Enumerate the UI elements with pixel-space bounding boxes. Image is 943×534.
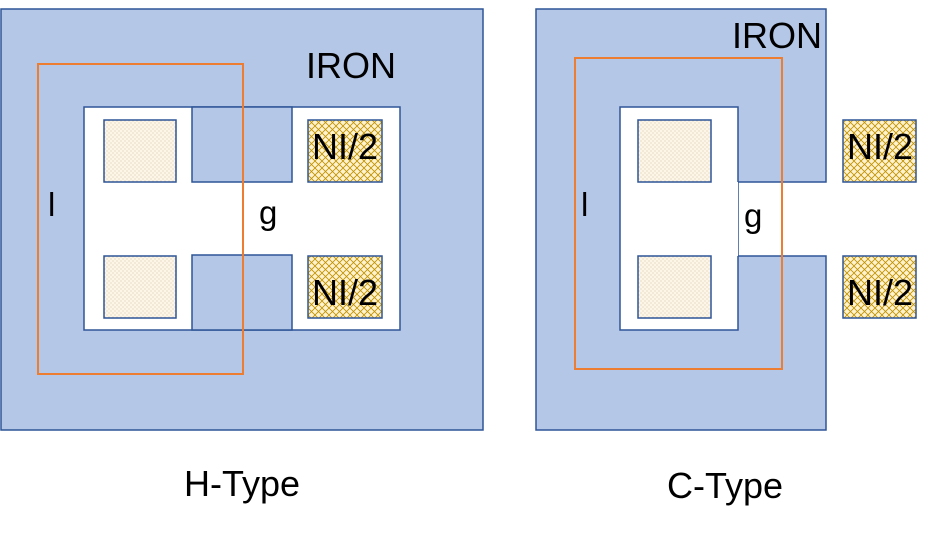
c-type-length-label: l [581,186,588,223]
c-type-gap-label: g [744,197,762,234]
c-type-coil-top-label: NI/2 [847,126,913,167]
c-type-iron-label: IRON [732,15,822,56]
h-type-coil-top-label: NI/2 [312,126,378,167]
h-type-coil-left-bottom [103,255,177,319]
h-type-gap-label: g [259,194,277,231]
h-type-iron-label: IRON [306,45,396,86]
h-type-coil-left-top [103,119,177,183]
c-type-coil-inner-top [637,119,712,183]
h-type-magnetic-path [37,63,244,375]
h-type-coil-right-top [307,119,383,183]
h-type-coil-right-bottom [307,255,383,319]
c-type-magnet: IRON l g NI/2 NI/2 C-Type [535,8,917,506]
h-type-magnet: IRON l g NI/2 NI/2 H-Type [0,8,484,504]
h-type-caption: H-Type [184,463,300,504]
c-type-coil-outer-top [842,119,917,183]
c-type-coil-outer-bottom [842,255,917,319]
h-type-coil-bottom-label: NI/2 [312,272,378,313]
h-type-length-label: l [48,186,55,223]
c-type-magnetic-path [574,57,783,370]
c-type-caption: C-Type [667,465,783,506]
c-type-coil-inner-bottom [637,255,712,319]
c-type-coil-bottom-label: NI/2 [847,272,913,313]
